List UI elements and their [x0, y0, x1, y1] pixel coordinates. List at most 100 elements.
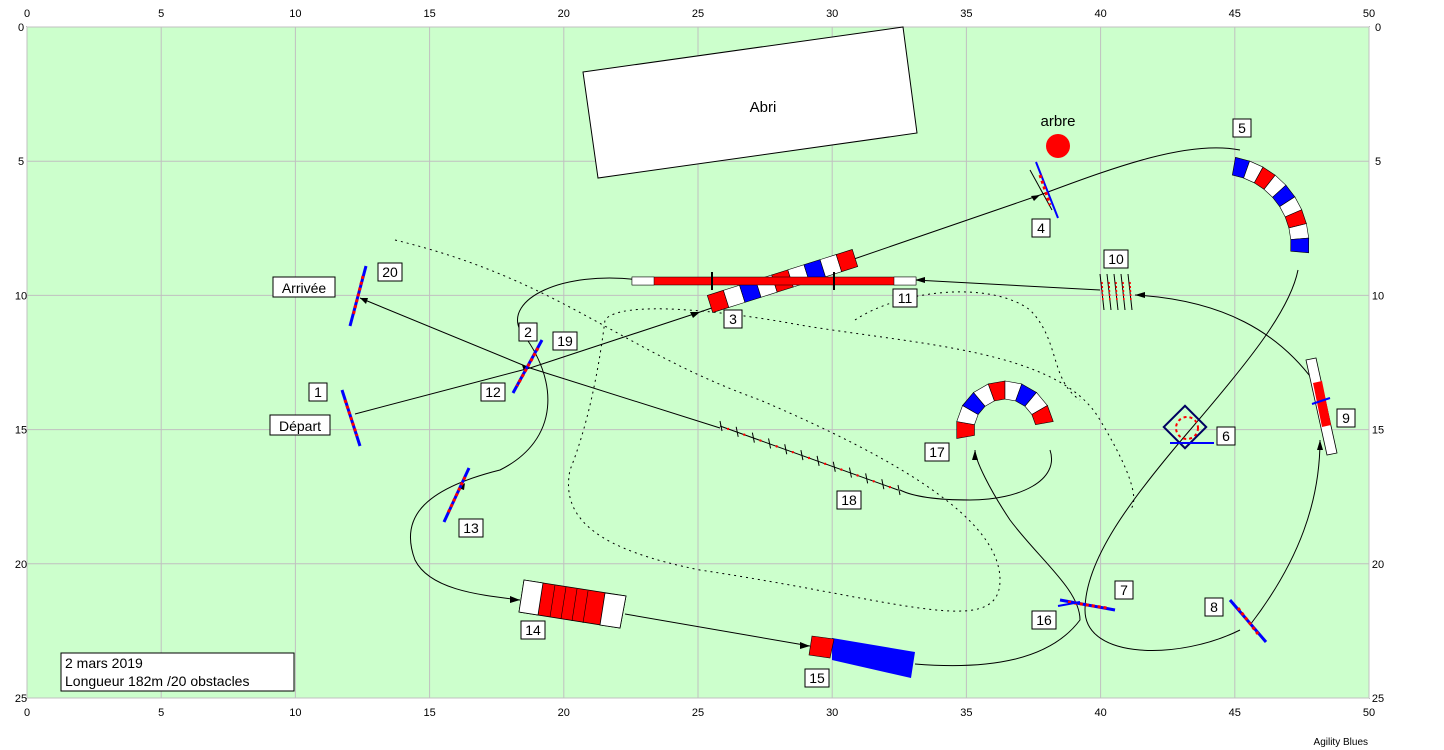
svg-text:17: 17: [929, 444, 945, 460]
closed-tunnel-15: [808, 635, 915, 678]
x-tick-top: 0: [24, 8, 30, 20]
axis-ticks: 0055101015152020252530303535404045455050…: [15, 8, 1384, 719]
obstacle-number-19: 19: [552, 331, 578, 351]
y-tick-left: 20: [15, 559, 27, 571]
x-tick-top: 15: [423, 8, 435, 20]
obstacle-number-18: 18: [836, 490, 862, 510]
svg-text:19: 19: [557, 333, 573, 349]
jump-1: [340, 389, 362, 447]
x-tick-bottom: 35: [960, 707, 972, 719]
y-tick-left: 15: [15, 425, 27, 437]
x-tick-bottom: 5: [158, 707, 164, 719]
jump-4: [1029, 161, 1059, 219]
obstacle-number-14: 14: [520, 620, 546, 640]
svg-text:8: 8: [1210, 599, 1218, 615]
x-tick-bottom: 15: [423, 707, 435, 719]
svg-text:6: 6: [1222, 428, 1230, 444]
dogwalk-11: [631, 272, 917, 290]
weave-poles-18: [719, 420, 901, 496]
svg-text:Arrivée: Arrivée: [282, 280, 327, 296]
obstacle-number-20: 20: [377, 262, 403, 282]
obstacle-number-1: 1: [308, 382, 328, 402]
long-jump-10: [1099, 273, 1133, 311]
x-tick-bottom: 25: [692, 707, 704, 719]
x-tick-bottom: 10: [289, 707, 301, 719]
y-tick-left: 0: [18, 22, 24, 34]
obstacle-number-15: 15: [804, 668, 830, 688]
y-tick-right: 20: [1372, 559, 1384, 571]
obstacle-number-13: 13: [458, 518, 484, 538]
svg-text:13: 13: [463, 520, 479, 536]
aframe-9: [1305, 357, 1338, 456]
obstacle-number-3: 3: [723, 309, 743, 329]
svg-text:10: 10: [1108, 251, 1124, 267]
svg-text:1: 1: [314, 384, 322, 400]
y-tick-right: 10: [1372, 290, 1384, 302]
x-tick-top: 30: [826, 8, 838, 20]
course-path: [354, 147, 1321, 667]
x-tick-bottom: 0: [24, 707, 30, 719]
tunnel-5: [1231, 156, 1310, 254]
finish-label: Arrivée: [272, 276, 336, 298]
obstacle-number-8: 8: [1204, 597, 1224, 617]
svg-text:7: 7: [1120, 582, 1128, 598]
x-tick-bottom: 45: [1229, 707, 1241, 719]
svg-text:9: 9: [1342, 410, 1350, 426]
obstacle-number-10: 10: [1103, 249, 1129, 269]
obstacle-number-9: 9: [1336, 408, 1356, 428]
course-date: 2 mars 2019: [65, 655, 143, 671]
svg-text:15: 15: [809, 670, 825, 686]
svg-text:2: 2: [524, 324, 532, 340]
x-tick-bottom: 40: [1094, 707, 1106, 719]
x-tick-top: 20: [558, 8, 570, 20]
x-tick-bottom: 30: [826, 707, 838, 719]
svg-text:16: 16: [1036, 612, 1052, 628]
svg-text:18: 18: [841, 492, 857, 508]
obstacle-number-17: 17: [924, 442, 950, 462]
x-tick-top: 45: [1229, 8, 1241, 20]
x-tick-top: 50: [1363, 8, 1375, 20]
course-info-box: 2 mars 2019 Longueur 182m /20 obstacles: [60, 652, 295, 692]
course-length: Longueur 182m /20 obstacles: [65, 673, 249, 689]
tunnel-17: [956, 380, 1054, 439]
shelter-label: Abri: [750, 99, 777, 116]
software-credit: Agility Blues: [1313, 737, 1368, 748]
x-tick-bottom: 20: [558, 707, 570, 719]
tire-6: [1162, 404, 1214, 450]
x-tick-top: 5: [158, 8, 164, 20]
svg-text:12: 12: [485, 384, 501, 400]
jump-20: [348, 265, 368, 327]
svg-text:20: 20: [382, 264, 398, 280]
jump-8: [1228, 599, 1268, 643]
y-tick-right: 0: [1375, 22, 1381, 34]
svg-text:3: 3: [729, 311, 737, 327]
y-tick-left: 5: [18, 156, 24, 168]
shelter: [582, 26, 918, 179]
obstacle-number-16: 16: [1031, 610, 1057, 630]
svg-text:14: 14: [525, 622, 541, 638]
tree-label: arbre: [1040, 113, 1075, 130]
svg-text:11: 11: [898, 290, 913, 306]
y-tick-left: 25: [15, 693, 27, 705]
seesaw-14: [518, 579, 627, 629]
obstacle-number-6: 6: [1216, 426, 1236, 446]
obstacle-number-4: 4: [1031, 218, 1051, 238]
x-tick-top: 35: [960, 8, 972, 20]
y-tick-left: 10: [15, 290, 27, 302]
x-tick-top: 25: [692, 8, 704, 20]
x-tick-bottom: 50: [1363, 707, 1375, 719]
jump-2: [511, 339, 544, 394]
y-tick-right: 15: [1372, 425, 1384, 437]
obstacle-number-12: 12: [480, 382, 506, 402]
obstacle-number-7: 7: [1114, 580, 1134, 600]
svg-text:Départ: Départ: [279, 418, 321, 434]
tree-icon: [1046, 134, 1070, 158]
y-tick-right: 25: [1372, 693, 1384, 705]
jump-16: [1057, 601, 1081, 607]
svg-text:5: 5: [1238, 120, 1246, 136]
x-tick-top: 10: [289, 8, 301, 20]
svg-text:4: 4: [1037, 220, 1045, 236]
jump-13: [442, 467, 471, 523]
y-tick-right: 5: [1375, 156, 1381, 168]
